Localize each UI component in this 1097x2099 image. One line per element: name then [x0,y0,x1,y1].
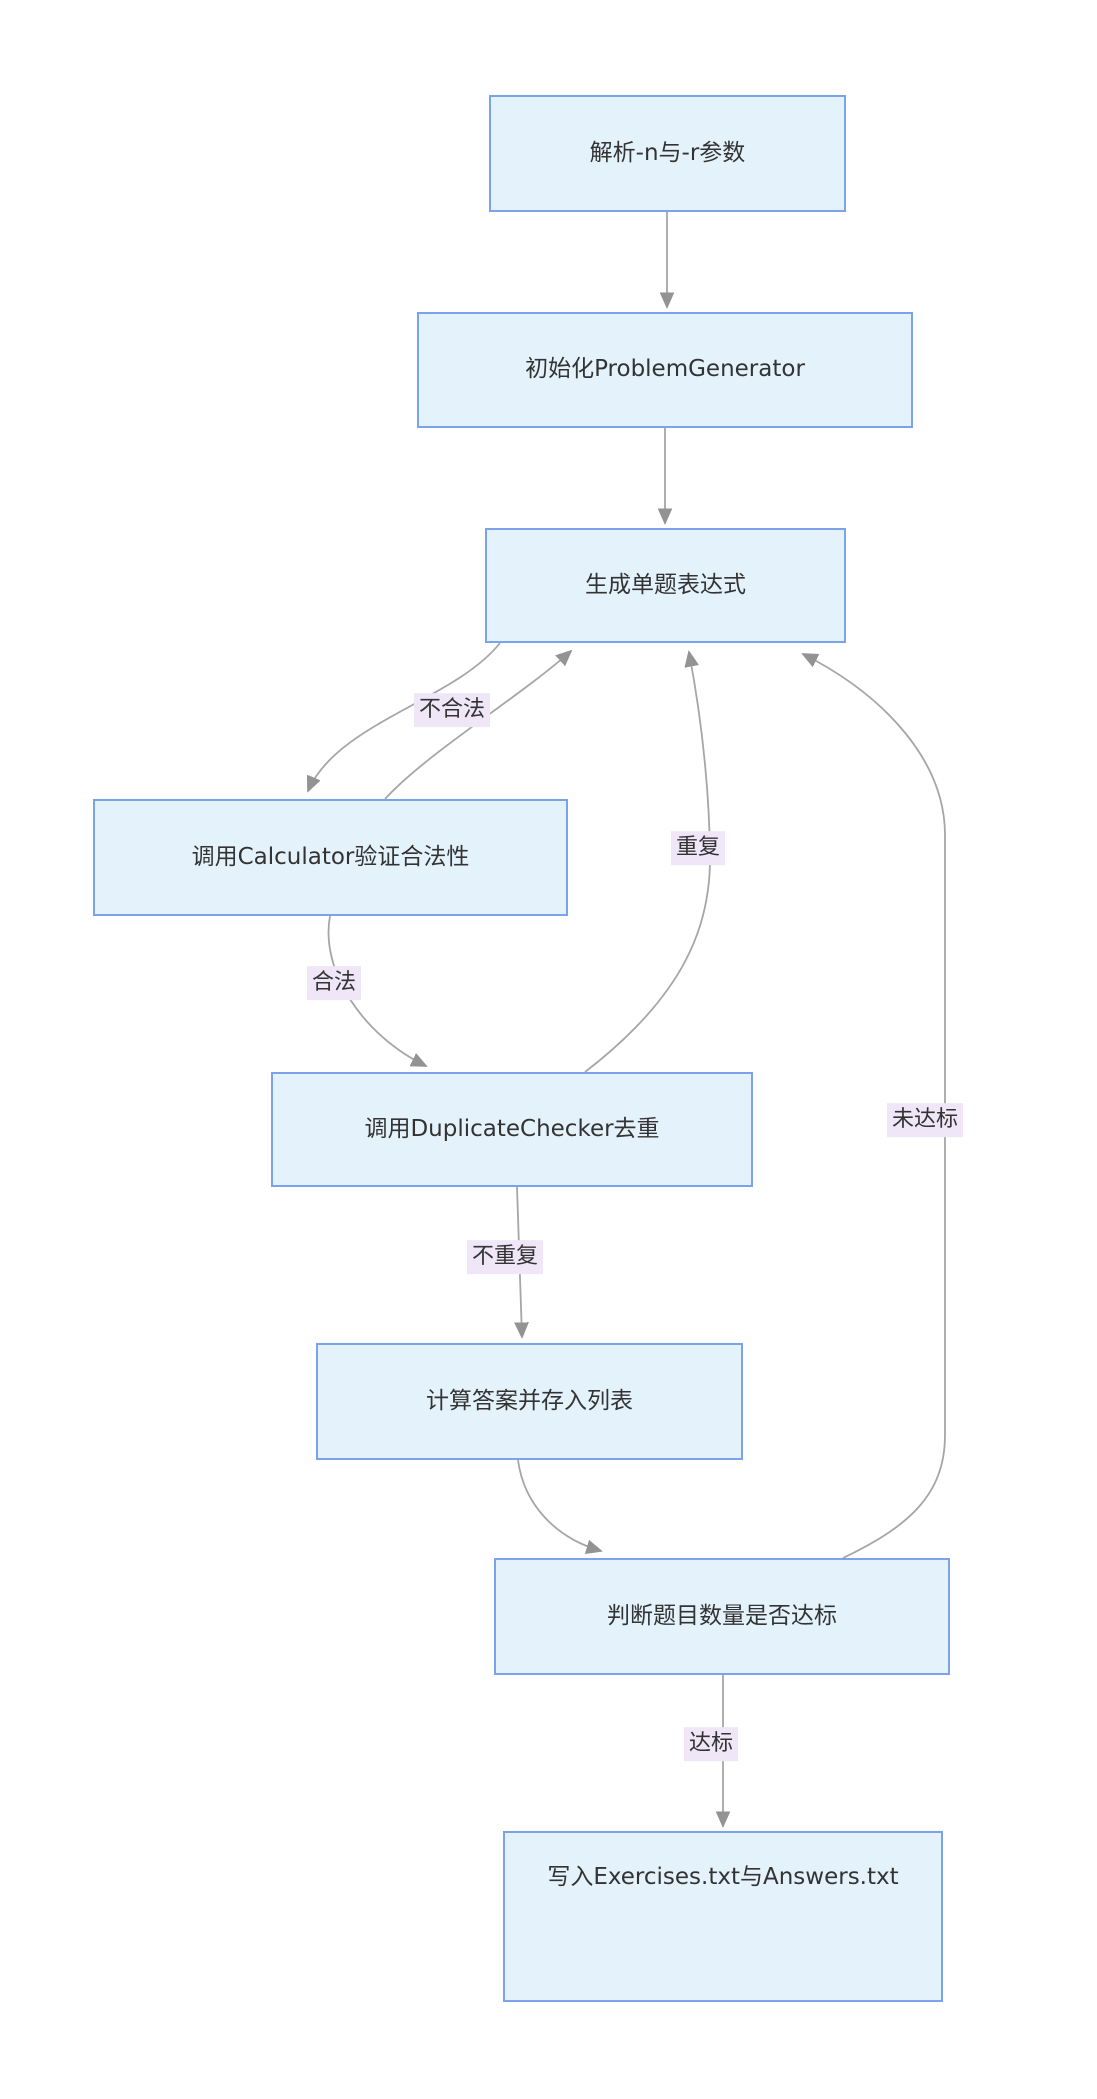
node-duplicate-checker-label: 调用DuplicateChecker去重 [364,1115,660,1142]
node-check-count: 判断题目数量是否达标 [494,1558,950,1675]
node-check-count-label: 判断题目数量是否达标 [607,1602,837,1629]
edge-label-invalid: 不合法 [413,693,491,727]
edge-label-duplicate: 重复 [670,831,726,865]
node-generate-expression: 生成单题表达式 [485,528,846,643]
node-parse-params-label: 解析-n与-r参数 [589,139,746,166]
node-init-problem-generator: 初始化ProblemGenerator [417,312,913,428]
edge-generate-to-validate [308,642,501,791]
edge-check-to-generate-notreached [803,654,946,1559]
edge-label-reached: 达标 [683,1727,739,1761]
node-parse-params: 解析-n与-r参数 [489,95,846,212]
edge-compute-to-check [517,1459,601,1551]
edge-label-not-reached: 未达标 [886,1103,964,1137]
node-write-files-label: 写入Exercises.txt与Answers.txt [547,1864,899,1890]
node-write-files: 写入Exercises.txt与Answers.txt [503,1831,943,2002]
node-duplicate-checker: 调用DuplicateChecker去重 [271,1072,753,1187]
node-compute-answer: 计算答案并存入列表 [316,1343,743,1460]
node-validate-calculator-label: 调用Calculator验证合法性 [191,843,470,870]
node-generate-expression-label: 生成单题表达式 [585,571,746,598]
node-compute-answer-label: 计算答案并存入列表 [426,1387,633,1414]
node-init-problem-generator-label: 初始化ProblemGenerator [525,356,805,383]
edge-label-valid: 合法 [306,966,362,1000]
node-validate-calculator: 调用Calculator验证合法性 [93,799,568,916]
edge-label-not-duplicate: 不重复 [466,1240,544,1274]
